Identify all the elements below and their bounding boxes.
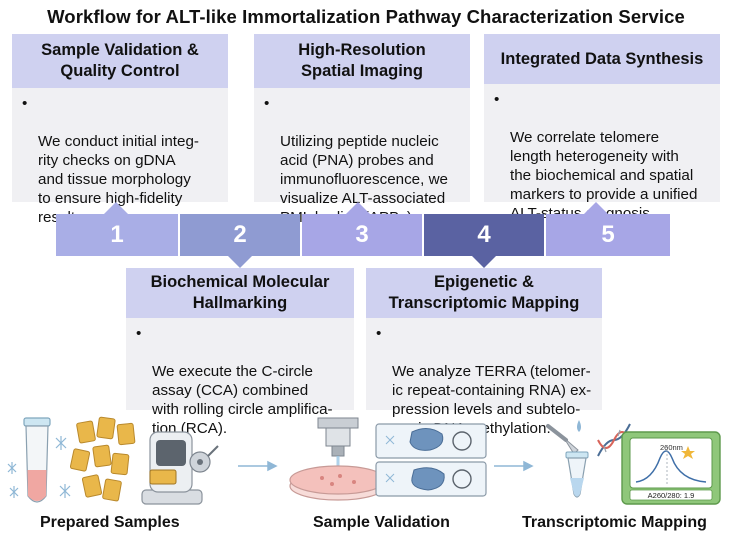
- connector-arrow-1: [104, 202, 128, 214]
- bullet-marker: •: [264, 95, 270, 112]
- snowflake-icon: [7, 436, 71, 498]
- microtome-icon: [141, 431, 219, 505]
- caption-sample-validation: Sample Validation: [313, 514, 450, 531]
- step-card-2: Biochemical Molecular Hallmarking • We e…: [126, 268, 354, 437]
- connector-arrow-2: [228, 256, 252, 268]
- flow-arrow-2: [494, 460, 534, 472]
- step-heading-5: Integrated Data Synthesis: [484, 34, 720, 84]
- step-description-1: • We conduct initial integ- rity checks …: [12, 88, 228, 235]
- bullet-marker: •: [136, 325, 142, 342]
- bullet-marker: •: [22, 95, 28, 112]
- microscope-icon: [317, 417, 359, 468]
- bullet-marker: •: [494, 91, 500, 108]
- connector-arrow-4: [472, 256, 496, 268]
- step-text-2: We execute the C-circle assay (CCA) comb…: [152, 363, 333, 437]
- step-number-1: 1: [56, 214, 178, 256]
- flow-arrow-1: [238, 460, 278, 472]
- step-text-1: We conduct initial integ- rity checks on…: [38, 133, 199, 226]
- step-heading-1: Sample Validation & Quality Control: [12, 34, 228, 88]
- step-number-4: 4: [424, 214, 544, 256]
- bullet-marker: •: [376, 325, 382, 342]
- microscope-slides-icon: [375, 423, 487, 497]
- step-heading-2: Biochemical Molecular Hallmarking: [126, 268, 354, 318]
- connector-arrow-5: [584, 202, 608, 214]
- step-number-3: 3: [302, 214, 422, 256]
- step-card-1: Sample Validation & Quality Control • We…: [12, 34, 228, 226]
- sample-tube-icon: [23, 417, 51, 503]
- page-title: Workflow for ALT-like Immortalization Pa…: [47, 6, 685, 27]
- spectrophotometer-icon: [621, 431, 721, 505]
- ratio-label: A260/280: 1.9: [648, 491, 695, 500]
- pipette-icon: [546, 420, 589, 498]
- step-heading-4: Epigenetic & Transcriptomic Mapping: [366, 268, 602, 318]
- caption-prepared-samples: Prepared Samples: [40, 514, 180, 531]
- step-card-5: Integrated Data Synthesis • We correlate…: [484, 34, 720, 222]
- tissue-sections-icon: [69, 416, 136, 502]
- step-number-5: 5: [546, 214, 670, 256]
- caption-transcriptomic-mapping: Transcriptomic Mapping: [522, 514, 707, 531]
- step-number-2: 2: [180, 214, 300, 256]
- connector-arrow-3: [346, 202, 370, 214]
- step-description-2: • We execute the C-circle assay (CCA) co…: [126, 318, 354, 446]
- petri-dish-icon: [289, 465, 387, 501]
- wavelength-label: 260nm: [660, 443, 683, 452]
- step-heading-3: High-Resolution Spatial Imaging: [254, 34, 470, 88]
